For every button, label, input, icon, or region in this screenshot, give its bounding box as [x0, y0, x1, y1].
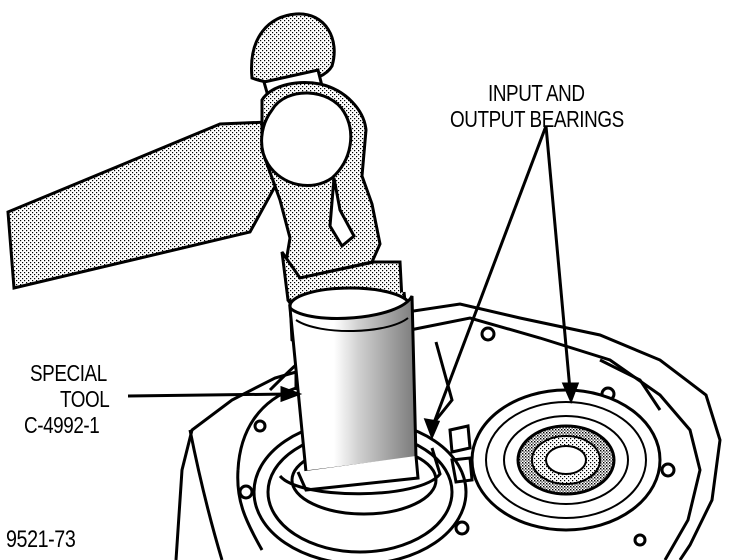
- bearings-label-line1: INPUT AND: [488, 80, 585, 106]
- special-tool-driver: [278, 251, 442, 496]
- figure-number: 9521-73: [6, 526, 76, 553]
- tool-label-line1: SPECIAL: [30, 360, 107, 386]
- bearings-label-line2: OUTPUT BEARINGS: [450, 106, 624, 132]
- hammer-handle: [6, 120, 286, 290]
- tool-label-line2: TOOL: [60, 386, 110, 412]
- output-bearing: [470, 388, 662, 532]
- leader-lines: [127, 125, 580, 441]
- hammer-head: [250, 12, 382, 280]
- tool-label-line3: C-4992-1: [24, 412, 100, 438]
- housing-ribs: [434, 341, 662, 484]
